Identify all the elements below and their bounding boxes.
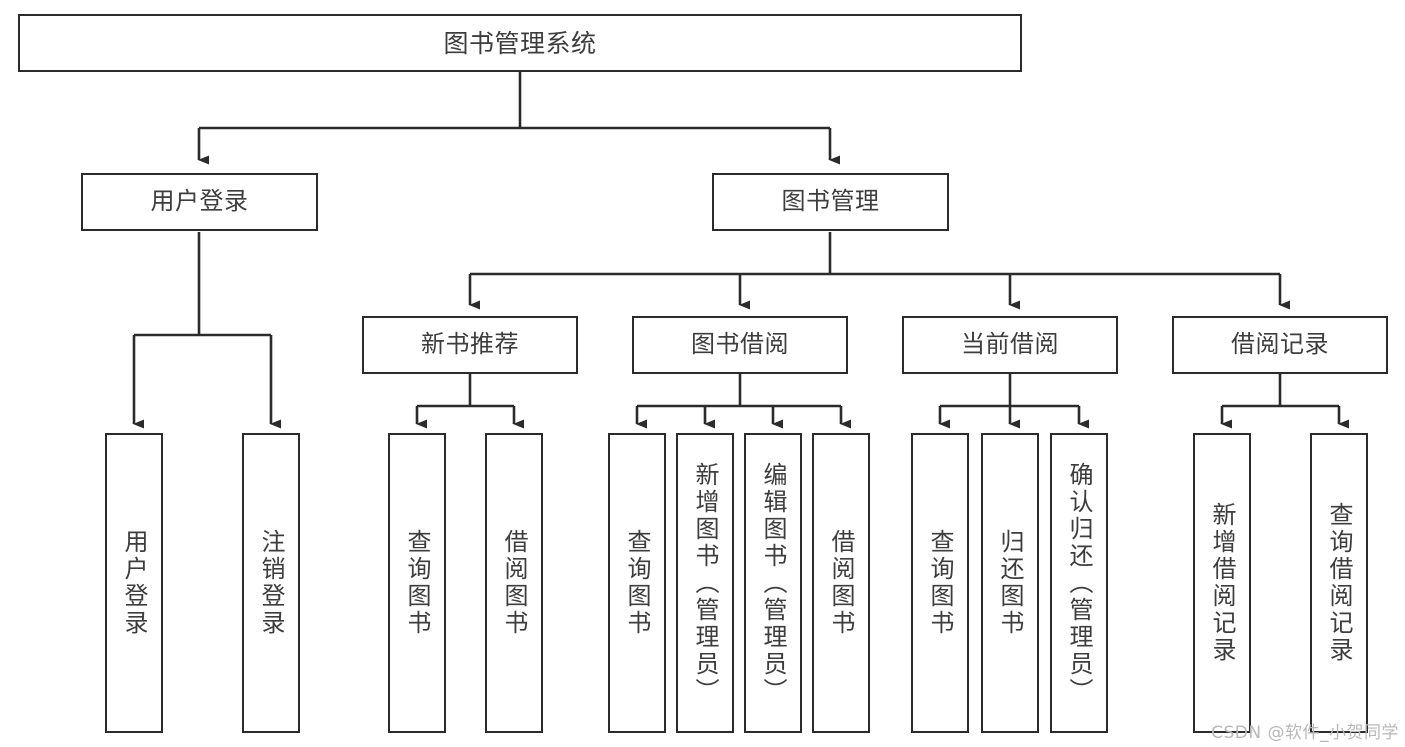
node-leaf-logout[interactable]: 注销登录 xyxy=(242,433,300,733)
node-leaf-user-login-label: 用户登录 xyxy=(120,529,148,637)
node-leaf-confirm-return[interactable]: 确认归还（管理员） xyxy=(1050,433,1108,733)
node-leaf-edit-book-label: 编辑图书（管理员） xyxy=(759,461,787,705)
node-leaf-edit-book[interactable]: 编辑图书（管理员） xyxy=(744,433,802,733)
node-root-label: 图书管理系统 xyxy=(443,28,597,58)
node-leaf-borrow-book-2-label: 借阅图书 xyxy=(827,529,855,637)
node-leaf-query-book-2-label: 查询图书 xyxy=(623,529,651,637)
node-book-manage[interactable]: 图书管理 xyxy=(712,173,949,231)
node-leaf-return-book-label: 归还图书 xyxy=(996,529,1024,637)
node-leaf-borrow-book-1-label: 借阅图书 xyxy=(500,529,528,637)
node-current-borrow-label: 当前借阅 xyxy=(961,330,1059,359)
node-leaf-user-login[interactable]: 用户登录 xyxy=(105,433,163,733)
node-leaf-query-record-label: 查询借阅记录 xyxy=(1325,502,1353,664)
node-leaf-query-record[interactable]: 查询借阅记录 xyxy=(1310,433,1368,733)
node-leaf-query-book-3[interactable]: 查询图书 xyxy=(911,433,969,733)
csdn-watermark: CSDN @软件_小贺同学 xyxy=(1211,723,1399,743)
node-current-borrow[interactable]: 当前借阅 xyxy=(902,316,1118,374)
node-book-borrow-label: 图书借阅 xyxy=(691,330,789,359)
node-borrow-record-label: 借阅记录 xyxy=(1231,330,1329,359)
node-leaf-add-record[interactable]: 新增借阅记录 xyxy=(1193,433,1251,733)
node-leaf-query-book-3-label: 查询图书 xyxy=(926,529,954,637)
node-new-book-rec[interactable]: 新书推荐 xyxy=(362,316,578,374)
node-user-login[interactable]: 用户登录 xyxy=(81,173,318,231)
node-leaf-borrow-book-1[interactable]: 借阅图书 xyxy=(485,433,543,733)
node-leaf-logout-label: 注销登录 xyxy=(257,529,285,637)
node-leaf-borrow-book-2[interactable]: 借阅图书 xyxy=(812,433,870,733)
node-root[interactable]: 图书管理系统 xyxy=(18,14,1022,72)
node-leaf-return-book[interactable]: 归还图书 xyxy=(981,433,1039,733)
node-leaf-query-book-2[interactable]: 查询图书 xyxy=(608,433,666,733)
node-leaf-query-book-1[interactable]: 查询图书 xyxy=(388,433,446,733)
node-leaf-add-record-label: 新增借阅记录 xyxy=(1208,502,1236,664)
node-user-login-label: 用户登录 xyxy=(150,187,249,216)
node-leaf-query-book-1-label: 查询图书 xyxy=(403,529,431,637)
node-leaf-confirm-return-label: 确认归还（管理员） xyxy=(1065,461,1093,705)
node-new-book-rec-label: 新书推荐 xyxy=(421,330,519,359)
node-book-manage-label: 图书管理 xyxy=(781,187,880,216)
node-book-borrow[interactable]: 图书借阅 xyxy=(632,316,848,374)
node-borrow-record[interactable]: 借阅记录 xyxy=(1172,316,1388,374)
node-leaf-add-book[interactable]: 新增图书（管理员） xyxy=(676,433,734,733)
node-leaf-add-book-label: 新增图书（管理员） xyxy=(691,461,719,705)
